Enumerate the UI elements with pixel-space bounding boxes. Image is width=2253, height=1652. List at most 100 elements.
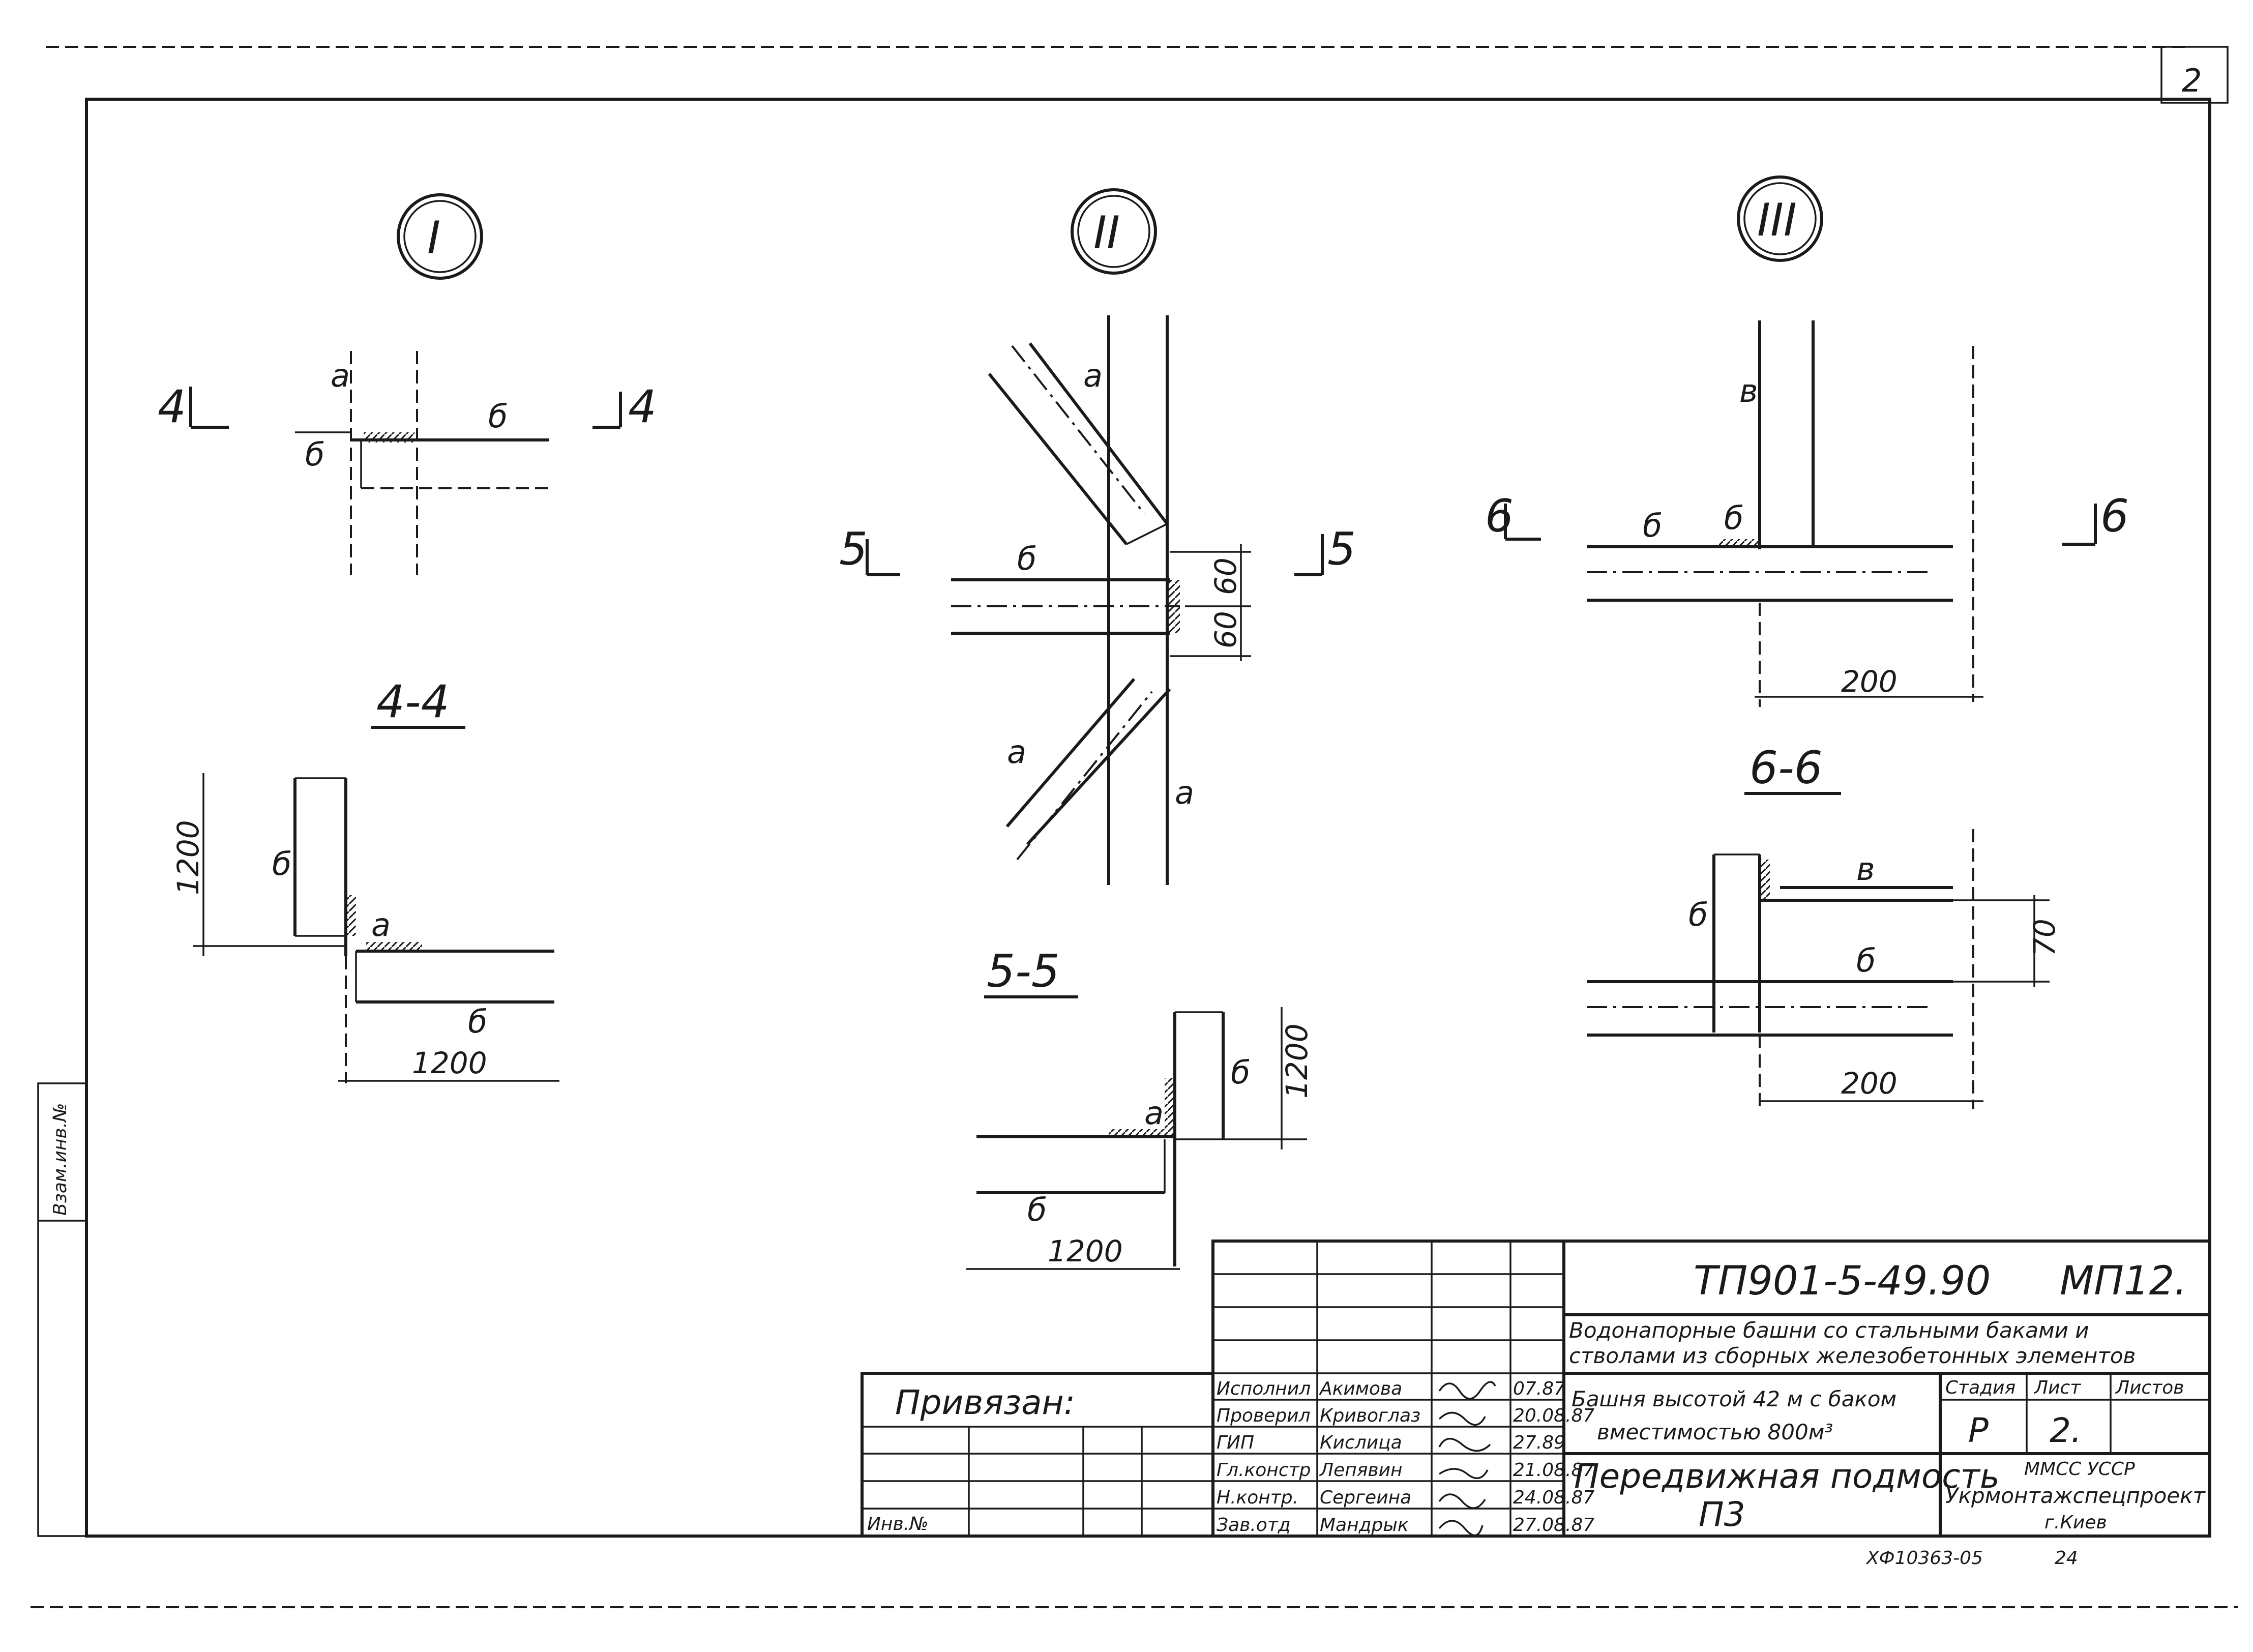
sheets-header: Листов [2115,1377,2184,1398]
bound-label: Привязан: [895,1383,1075,1422]
section-6-6: 6-6 б в б 70 200 [1587,742,2062,1109]
detail-III-weld [1719,539,1760,547]
signature-5 [1438,1520,1484,1537]
s44-dim-h: 1200 [412,1046,487,1080]
stage-header: Стадия [1945,1377,2015,1398]
org-line-1: ММСС УССР [2024,1459,2135,1480]
org-line-2: Укрмонтажспецпроект [1945,1483,2206,1508]
section-5-5: 5-5 б а б 1200 1200 [966,945,1314,1270]
s66-dim-70: 70 [2027,919,2062,956]
detail-II-label-b: б [1017,540,1036,577]
section-6-6-title: 6-6 [1750,742,1823,794]
section-mark-4-right: 4 [628,380,657,433]
signature-2 [1438,1438,1491,1452]
detail-II-dim-60-top: 60 [1208,557,1243,595]
detail-I: I а б б 4 4 [158,193,657,575]
project-title-line-2: стволами из сборных железобетонных элеме… [1569,1343,2136,1368]
s44-label-b1: б [272,845,291,882]
role-1: Проверил [1217,1405,1311,1426]
callout-I-label: I [427,212,440,264]
detail-II: II а б а а 60 60 5 5 [839,188,1356,885]
s44-weld-h [366,942,422,951]
section-mark-5-right: 5 [1327,523,1356,575]
s55-label-b1: б [1231,1054,1250,1091]
date-2: 27.89 [1513,1432,1565,1453]
s44-weld-v [346,895,356,936]
stage-value: Р [1968,1411,1989,1450]
detail-II-label-a3: а [1175,774,1194,811]
callout-II-circle [1071,188,1157,275]
date-5: 27.08.87 [1513,1515,1594,1536]
callout-II-inner-circle [1077,195,1150,268]
detail-II-lower-brace-2 [1005,678,1136,828]
detail-II-label-a1: а [1083,357,1103,394]
name-1: Кривоглаз [1320,1405,1420,1426]
detail-II-dim-60-bottom: 60 [1208,611,1243,648]
project-title-line-1: Водонапорные башни со стальными баками и [1569,1318,2089,1343]
footer-number: 24 [2055,1548,2078,1569]
role-4: Н.контр. [1217,1487,1298,1508]
callout-I-inner-circle [403,200,477,273]
detail-III-label-v: в [1739,372,1758,409]
detail-III-label-b2: б [1724,499,1743,537]
signature-3 [1439,1468,1489,1479]
date-4: 24.08.87 [1513,1487,1594,1508]
detail-II-upper-brace-1 [1028,342,1169,525]
s44-label-b2: б [468,1003,487,1040]
detail-III-label-b1: б [1643,507,1662,544]
detail-III-dim-200: 200 [1841,664,1898,699]
title-block-binding [861,1372,1214,1538]
object-line-1: Башня высотой 42 м с баком [1572,1386,1896,1411]
detail-II-upper-brace-2 [988,373,1128,545]
role-2: ГИП [1217,1432,1254,1453]
callout-III-circle [1737,175,1823,262]
s55-weld-v [1165,1078,1175,1137]
s55-dim-v: 1200 [1280,1023,1314,1099]
detail-III: III в б б 200 6 6 [1485,175,2129,707]
detail-I-label-a: а [331,357,350,394]
section-mark-6-left: 6 [1485,490,1514,542]
detail-II-mid-weld [1167,580,1180,633]
name-3: Лепявин [1319,1460,1403,1481]
s66-dim-200: 200 [1841,1066,1898,1101]
s55-dim-h: 1200 [1048,1234,1123,1268]
drawing-title: Передвижная подмость [1574,1457,2000,1496]
sheet-value: 2. [2050,1411,2082,1450]
footer-code: ХФ10363-05 [1865,1548,1983,1569]
drawing-code: П3 [1699,1495,1745,1534]
signature-1 [1438,1411,1486,1426]
callout-III-inner-circle [1743,182,1817,255]
s66-weld [1760,860,1770,900]
name-4: Сергеина [1320,1487,1411,1508]
callout-II-label: II [1093,206,1120,259]
sheet-header: Лист [2033,1377,2081,1398]
s66-label-b2: б [1856,942,1876,979]
detail-I-label-b2: б [305,436,324,473]
role-5: Зав.отд [1217,1515,1291,1536]
role-3: Гл.констр [1217,1460,1311,1481]
side-stamp-label: Взам.инв.№ [50,1103,71,1216]
section-5-5-title: 5-5 [987,945,1060,997]
signature-4 [1438,1493,1486,1509]
date-1: 20.08.87 [1513,1405,1594,1426]
detail-II-lower-brace-axis [1016,691,1153,861]
inv-label: Инв.№ [867,1514,929,1535]
detail-I-label-b1: б [488,398,508,435]
section-mark-6-right: 6 [2100,490,2129,542]
s44-label-a: а [371,906,391,943]
detail-II-upper-brace-axis [1011,345,1145,515]
sheet-number-corner: 2 [2182,62,2202,99]
role-0: Исполнил [1217,1378,1311,1399]
s55-label-b2: б [1027,1191,1047,1228]
s55-weld-h [1109,1129,1165,1137]
doc-suffix: МП12. [2060,1258,2187,1304]
sheet-number-box [2160,46,2229,104]
name-2: Кислица [1320,1432,1402,1453]
callout-III-label: III [1757,194,1797,246]
section-4-4-title: 4-4 [376,675,450,728]
name-5: Мандрык [1320,1515,1409,1536]
s55-label-a: а [1144,1095,1164,1132]
side-stamp-box [37,1082,87,1537]
detail-II-label-a2: а [1007,733,1026,771]
